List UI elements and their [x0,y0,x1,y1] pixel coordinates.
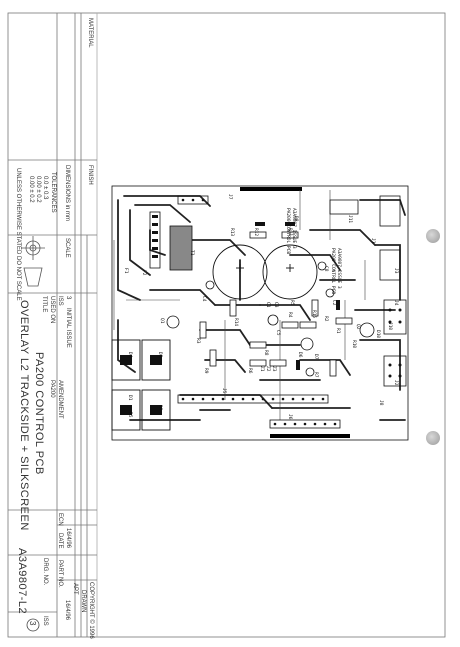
ref-c3: C3 [273,302,278,308]
ref-d8: D8 [293,216,298,222]
ref-r1: R1 [335,328,340,334]
ref-r3: R3 [195,338,200,344]
ref-d7: D7 [313,354,318,360]
ref-r11: R11 [287,228,292,237]
ref-z2: Z2 [265,366,270,372]
ref-j3: J3 [393,268,398,274]
ref-r14: R14 [233,318,238,327]
ref-q2: Q2 [355,324,360,330]
ref-j5: J5 [221,388,226,394]
ref-d2: D2 [157,405,162,411]
ref-d4: D4 [127,352,132,358]
ref-q1: Q1 [159,318,164,324]
ref-d1: D1 [127,395,132,401]
ref-j10: J10 [387,322,392,331]
ref-r13: R13 [229,228,234,237]
ref-r2: R2 [323,316,328,322]
ref-d10: D10 [375,330,380,339]
ref-j2: J2 [393,380,398,386]
ref-r10: R10 [351,340,356,349]
silkscreen-title-line: PA200 CONTROL PCB [330,248,335,295]
ref-r15: R15 [311,310,316,319]
ref-t1: T1 [189,250,194,256]
punch-hole-top [426,229,440,243]
ref-j4: J4 [393,300,398,306]
ref-f1: F1 [123,268,128,274]
ref-j6: J6 [287,414,292,420]
ref-d6: D6 [297,352,302,358]
ref-j7: J7 [227,194,232,200]
ref-r9: R9 [203,368,208,374]
ref-d5: D5 [127,412,132,418]
ref-r8: R8 [263,350,268,356]
ref-c1: C1 [265,302,270,308]
ref-j11: J11 [347,215,352,224]
ref-j8: J8 [378,400,383,406]
ref-z3: Z3 [271,366,276,372]
ref-c4: C4 [201,296,206,302]
ref-j1: J1 [370,238,375,244]
ref-r4: R4 [287,312,292,318]
ref-d3: D3 [157,352,162,358]
ref-z1: Z1 [259,366,264,372]
ref-f2: F2 [141,270,146,276]
ref-r6: R6 [247,368,252,374]
ref-r12: R12 [253,228,258,237]
ref-c5: C5 [275,330,280,336]
ref-c2: C2 [331,300,336,306]
ref-r5: R5 [289,300,294,306]
punch-hole-bottom [426,431,440,445]
ref-r7: R7 [313,372,318,378]
silkscreen-issue-line: A3A9807 ISSUE 3 [336,248,341,289]
ref-c8: C8 [323,266,328,272]
